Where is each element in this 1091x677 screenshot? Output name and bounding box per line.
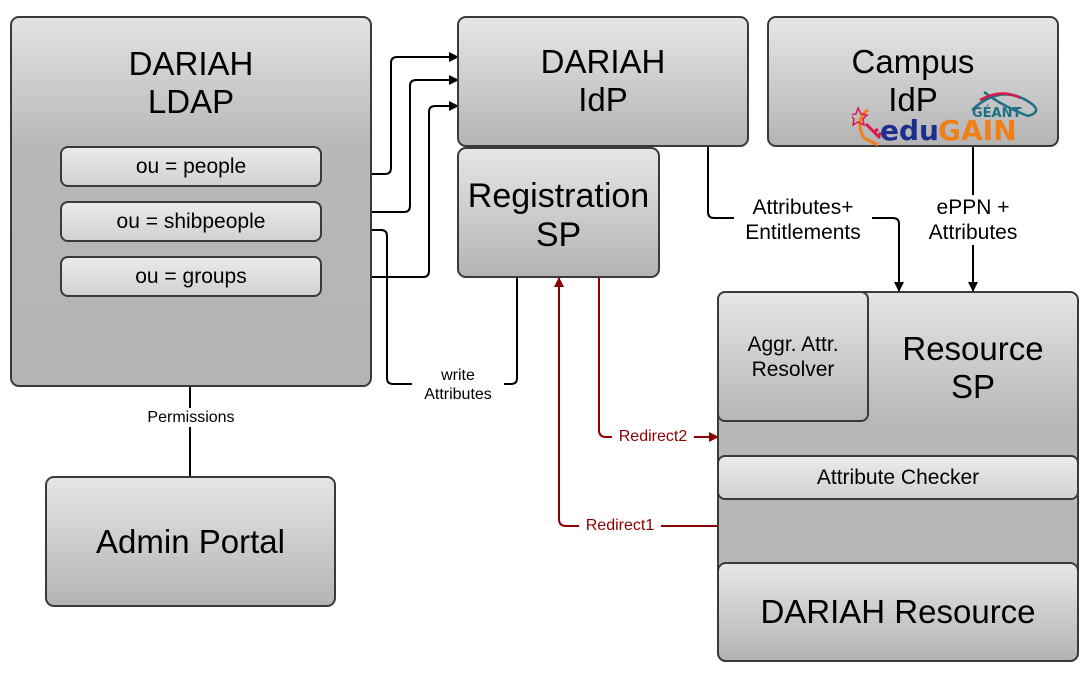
dariah-ldap-title: DARIAH LDAP <box>12 45 370 121</box>
dariah-resource-label: DARIAH Resource <box>760 593 1036 630</box>
resource-sp-title-line1: Resource <box>902 330 1044 367</box>
dariah-idp-title: DARIAH IdP <box>459 43 747 119</box>
aggr-attr-resolver-box[interactable]: Aggr. Attr. Resolver <box>717 291 869 422</box>
edge-label-redirect1: Redirect1 <box>579 517 661 535</box>
edge-label-permissions: Permissions <box>140 408 242 427</box>
edugain-logo: edu GAIN GÉANT <box>852 91 1038 146</box>
edge-label-attr-ent-line2: Entitlements <box>745 221 861 244</box>
edge-redirect1 <box>554 277 718 527</box>
attribute-checker-box[interactable]: Attribute Checker <box>717 455 1079 500</box>
edge-label-write-attributes: write Attributes <box>412 366 504 404</box>
admin-portal-box[interactable]: Admin Portal <box>45 476 336 607</box>
edge-label-eppn-line2: Attributes <box>928 221 1018 244</box>
admin-portal-label: Admin Portal <box>96 522 285 560</box>
edge-label-write-line1: write <box>441 367 475 384</box>
ou-people-label: ou = people <box>135 154 247 178</box>
edge-shibpeople-to-idp <box>321 75 459 213</box>
edge-label-eppn-line1: ePPN + <box>936 196 1010 219</box>
campus-idp-title: Campus IdP <box>769 43 1057 119</box>
ou-shibpeople-label: ou = shibpeople <box>116 209 266 233</box>
edge-groups-to-idp <box>321 101 459 278</box>
registration-sp-title: Registration SP <box>459 177 658 255</box>
geant-text: GÉANT <box>972 105 1021 121</box>
ou-shibpeople-box[interactable]: ou = shibpeople <box>60 201 322 242</box>
campus-idp-box[interactable]: Campus IdP <box>767 16 1059 147</box>
edugain-key-icon <box>852 106 883 146</box>
aggr-attr-resolver-line2: Resolver <box>751 357 835 381</box>
edge-registration-write-shibpeople <box>321 225 518 385</box>
registration-sp-box[interactable]: Registration SP <box>457 147 660 278</box>
ou-groups-label: ou = groups <box>135 264 247 288</box>
dariah-idp-title-line2: IdP <box>578 81 628 118</box>
edugain-edu-text: edu <box>880 114 939 146</box>
edge-people-to-idp <box>321 52 459 175</box>
edge-redirect2 <box>598 278 719 442</box>
edge-label-attributes-entitlements: Attributes+ Entitlements <box>734 195 872 245</box>
resource-sp-title: Resource SP <box>869 330 1077 406</box>
registration-sp-title-line1: Registration <box>467 177 650 215</box>
dariah-ldap-title-line1: DARIAH <box>128 45 254 82</box>
dariah-resource-box[interactable]: DARIAH Resource <box>717 562 1079 662</box>
dariah-ldap-title-line2: LDAP <box>147 83 235 120</box>
ou-groups-box[interactable]: ou = groups <box>60 256 322 297</box>
resource-sp-title-line2: SP <box>950 368 996 405</box>
registration-sp-title-line2: SP <box>535 216 582 254</box>
campus-idp-title-line2: IdP <box>888 81 938 118</box>
campus-idp-title-line1: Campus <box>851 43 975 80</box>
ou-people-box[interactable]: ou = people <box>60 146 322 187</box>
aggr-attr-resolver-line1: Aggr. Attr. <box>747 332 839 356</box>
edge-label-attr-ent-line1: Attributes+ <box>752 196 854 219</box>
edge-label-redirect2: Redirect2 <box>612 428 694 446</box>
edugain-gain-text: GAIN <box>938 114 1017 146</box>
attribute-checker-label: Attribute Checker <box>816 465 980 489</box>
edge-label-write-line2: Attributes <box>424 386 492 403</box>
edge-label-eppn-attributes: ePPN + Attributes <box>918 195 1028 245</box>
geant-swoosh-icon <box>971 91 1038 118</box>
dariah-idp-box[interactable]: DARIAH IdP <box>457 16 749 147</box>
dariah-idp-title-line1: DARIAH <box>540 43 666 80</box>
